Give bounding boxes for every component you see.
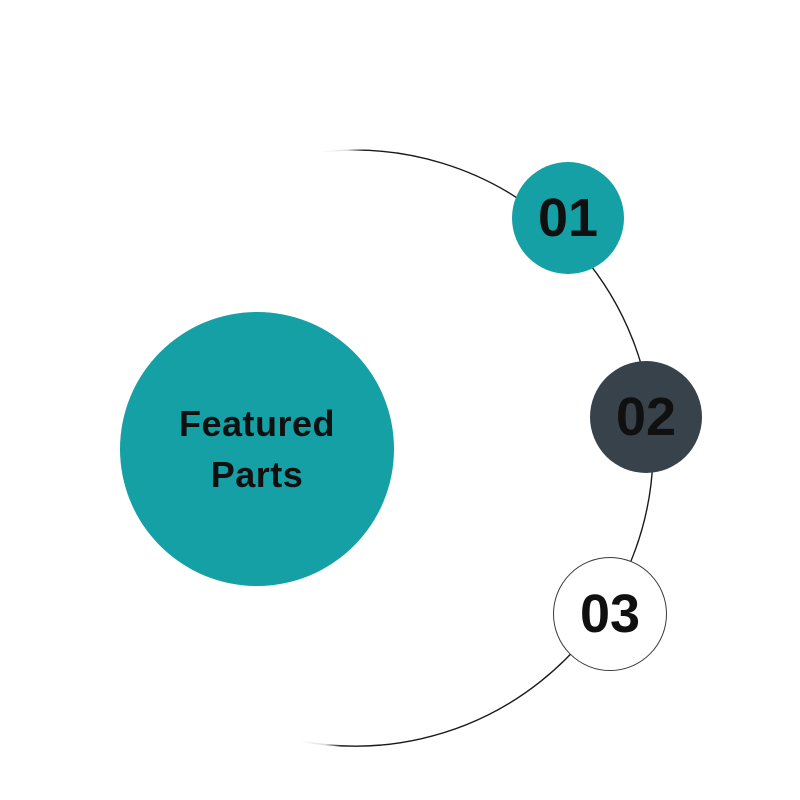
step-number-01: 01 bbox=[537, 188, 599, 248]
step-number-02: 02 bbox=[615, 387, 677, 447]
featured-parts-circle: Featured Parts bbox=[120, 312, 394, 586]
arc-fade-top bbox=[280, 110, 364, 194]
featured-parts-label-line2: Parts bbox=[210, 454, 304, 495]
step-number-03: 03 bbox=[579, 584, 641, 644]
featured-parts-label-line1: Featured bbox=[178, 402, 336, 444]
step-circle-02: 02 bbox=[590, 361, 702, 473]
step-circle-03: 03 bbox=[553, 557, 667, 671]
arc-fade-bottom bbox=[258, 699, 342, 783]
step-circle-01: 01 bbox=[512, 162, 624, 274]
featured-parts-label: Featured Parts bbox=[179, 398, 335, 500]
